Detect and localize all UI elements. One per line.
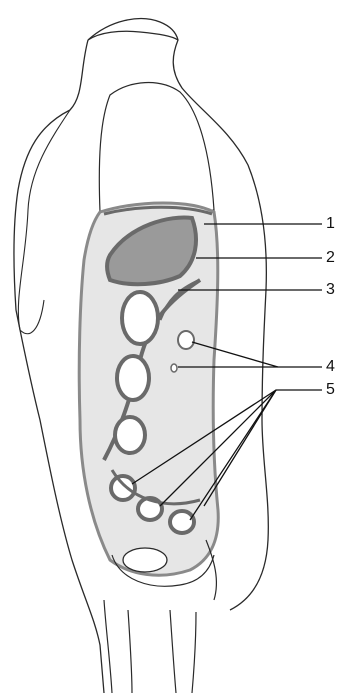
- bowel-loop-6: [170, 511, 194, 533]
- bowel-loop-4: [111, 476, 135, 500]
- bladder: [123, 548, 167, 572]
- kidney: [178, 331, 194, 349]
- label-2: 2: [326, 250, 335, 266]
- bowel-loop-2: [117, 356, 149, 400]
- vessel: [171, 364, 177, 372]
- neck-top: [88, 31, 178, 40]
- bowel-loop-3: [115, 417, 145, 453]
- arm-outline: [18, 110, 70, 334]
- leg-outline: [104, 600, 196, 693]
- label-4: 4: [326, 359, 335, 375]
- label-5: 5: [326, 382, 335, 398]
- label-1: 1: [326, 216, 335, 232]
- label-3: 3: [326, 282, 335, 298]
- thoracic-outline: [99, 83, 214, 212]
- bowel-loop-1: [122, 292, 158, 344]
